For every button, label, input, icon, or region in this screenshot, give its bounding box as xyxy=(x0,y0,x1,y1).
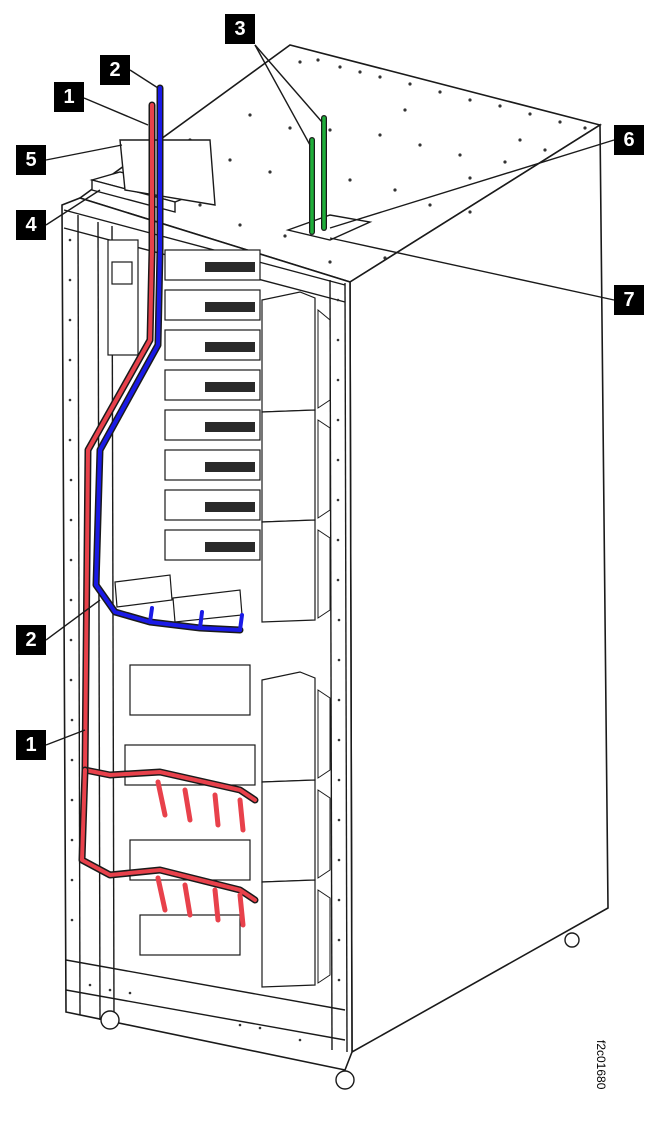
callout-1-lower: 1 xyxy=(16,730,46,760)
rack-side-panel xyxy=(349,123,609,1054)
rack-cabling-diagram xyxy=(45,44,615,1090)
callout-2-top: 2 xyxy=(100,55,130,85)
callout-1-top: 1 xyxy=(54,82,84,112)
switch-units xyxy=(114,574,256,956)
leader-lines xyxy=(45,44,615,746)
callout-5: 5 xyxy=(16,145,46,175)
side-mount-unit xyxy=(107,239,139,356)
cable-2-blue xyxy=(92,84,244,634)
callout-3: 3 xyxy=(225,14,255,44)
figure-id-label: f2c01680 xyxy=(594,1040,608,1090)
cable-1-red xyxy=(78,101,259,928)
drawer-connectors-upper xyxy=(205,262,255,552)
power-vents xyxy=(317,308,331,984)
callout-2-lower: 2 xyxy=(16,625,46,655)
callout-4: 4 xyxy=(16,210,46,240)
casters xyxy=(100,932,580,1090)
power-modules xyxy=(261,291,316,988)
callout-7: 7 xyxy=(614,285,644,315)
callout-6: 6 xyxy=(614,125,644,155)
frame-holes xyxy=(68,238,341,1042)
cable-3-green xyxy=(309,115,327,235)
